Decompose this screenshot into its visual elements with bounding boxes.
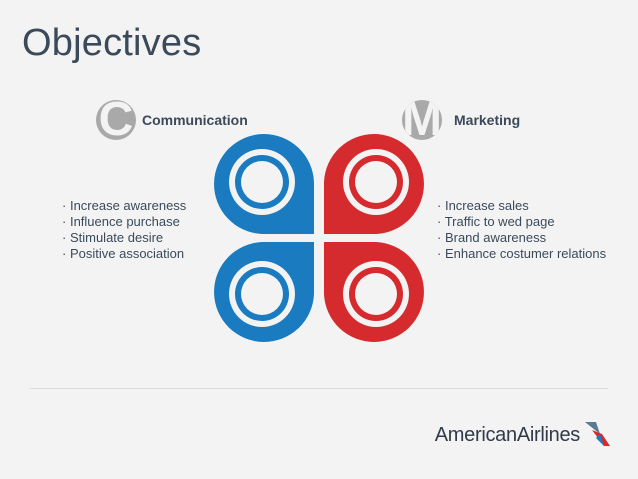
petal-bottom-left xyxy=(214,242,314,342)
petal-bottom-right xyxy=(324,242,424,342)
list-item: Enhance costumer relations xyxy=(437,246,606,262)
list-item: Traffic to wed page xyxy=(437,214,606,230)
petal-top-left xyxy=(214,134,314,234)
list-item: Influence purchase xyxy=(62,214,186,230)
marketing-badge-icon: M xyxy=(402,100,442,140)
list-item: Positive association xyxy=(62,246,186,262)
american-airlines-logo: AmericanAirlines xyxy=(435,420,614,450)
list-item: Brand awareness xyxy=(437,230,606,246)
list-item: Increase awareness xyxy=(62,198,186,214)
four-petal-graphic xyxy=(214,134,424,342)
list-item: Stimulate desire xyxy=(62,230,186,246)
communication-label: Communication xyxy=(142,112,248,128)
communication-badge-letter: C xyxy=(98,100,134,140)
marketing-list: Increase sales Traffic to wed page Brand… xyxy=(437,198,606,262)
communication-badge-icon: C xyxy=(96,100,136,140)
communication-header: C Communication xyxy=(96,98,248,142)
marketing-label: Marketing xyxy=(454,112,521,128)
communication-list: Increase awareness Influence purchase St… xyxy=(62,198,186,262)
footer-divider xyxy=(30,388,608,389)
marketing-badge-letter: M xyxy=(402,100,442,140)
page-title: Objectives xyxy=(22,22,202,64)
petal-top-right xyxy=(324,134,424,234)
marketing-header: M Marketing xyxy=(402,98,520,142)
list-item: Increase sales xyxy=(437,198,606,214)
logo-text: AmericanAirlines xyxy=(434,423,581,446)
flight-symbol-icon xyxy=(585,422,610,446)
